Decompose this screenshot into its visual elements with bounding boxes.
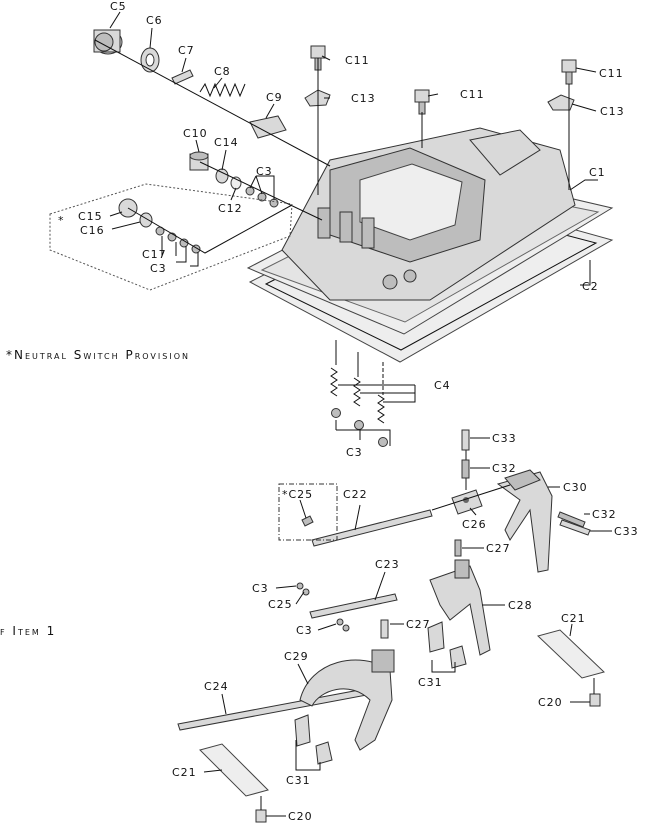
label-c11-right: C11 bbox=[599, 67, 624, 80]
label-c20-right: C20 bbox=[538, 696, 563, 709]
label-c16: C16 bbox=[80, 224, 105, 237]
label-c3-box: C3 bbox=[150, 262, 167, 275]
label-c1: C1 bbox=[589, 166, 606, 179]
label-c33-right: C33 bbox=[614, 525, 639, 538]
label-c21-right: C21 bbox=[561, 612, 586, 625]
balls-c3-lower bbox=[331, 408, 388, 447]
label-c11-left: C11 bbox=[345, 54, 370, 67]
part-c9-block bbox=[249, 115, 287, 139]
bolt-c20-right bbox=[589, 693, 601, 707]
label-c4: C4 bbox=[434, 379, 451, 392]
label-c13-right: C13 bbox=[600, 105, 625, 118]
shift-housing bbox=[281, 127, 576, 301]
label-c15: C15 bbox=[78, 210, 103, 223]
small-c3-c25-left bbox=[296, 582, 350, 632]
plate-c21-left bbox=[199, 743, 269, 797]
clips-c31-right bbox=[427, 621, 467, 669]
label-c27-mid: C27 bbox=[406, 618, 431, 631]
part-c14-washer bbox=[215, 168, 229, 184]
c25-box bbox=[278, 483, 338, 541]
label-c3-fork-b: C3 bbox=[296, 624, 313, 637]
label-c31-right: C31 bbox=[418, 676, 443, 689]
label-c30: C30 bbox=[563, 481, 588, 494]
label-c22: C22 bbox=[343, 488, 368, 501]
fork-c30 bbox=[496, 469, 553, 573]
label-c31-left: C31 bbox=[286, 774, 311, 787]
label-c8: C8 bbox=[214, 65, 231, 78]
label-c33-top: C33 bbox=[492, 432, 517, 445]
label-c21-left: C21 bbox=[172, 766, 197, 779]
label-c23: C23 bbox=[375, 558, 400, 571]
springs-c4 bbox=[330, 367, 385, 424]
label-c25: C25 bbox=[268, 598, 293, 611]
label-c20-left: C20 bbox=[288, 810, 313, 823]
rail-c22 bbox=[311, 509, 433, 547]
part-c8-spring bbox=[199, 82, 246, 98]
label-c32-right: C32 bbox=[592, 508, 617, 521]
label-c32-top: C32 bbox=[492, 462, 517, 475]
part-c6-seal bbox=[140, 47, 160, 73]
label-c13-left: C13 bbox=[351, 92, 376, 105]
label-c11-mid: C11 bbox=[460, 88, 485, 101]
part-labels: C5 C6 C7 C8 C9 C10 C14 C3 C12 C11 C13 C1… bbox=[0, 0, 639, 823]
label-c28: C28 bbox=[508, 599, 533, 612]
pin-c27-mid bbox=[380, 619, 389, 639]
label-c3-fork-a: C3 bbox=[252, 582, 269, 595]
bolt-c11-right bbox=[561, 59, 577, 85]
label-c6: C6 bbox=[146, 14, 163, 27]
part-c7-pin bbox=[171, 69, 194, 85]
label-c25-star: *C25 bbox=[282, 488, 313, 501]
neutral-switch-box bbox=[49, 183, 293, 291]
label-c17: C17 bbox=[142, 248, 167, 261]
rail-c24 bbox=[177, 687, 373, 731]
label-c27-top: C27 bbox=[486, 542, 511, 555]
label-c12: C12 bbox=[218, 202, 243, 215]
label-star: * bbox=[58, 214, 65, 227]
bolt-c11-mid bbox=[414, 89, 430, 115]
pins-c32-c33-right bbox=[557, 511, 591, 536]
fork-c29 bbox=[299, 649, 395, 751]
plate-c21-right bbox=[537, 629, 605, 679]
label-c29: C29 bbox=[284, 650, 309, 663]
label-c9: C9 bbox=[266, 91, 283, 104]
part-c5-plug bbox=[93, 29, 123, 55]
label-c5: C5 bbox=[110, 0, 127, 13]
tab-c13-right bbox=[547, 94, 575, 111]
part-c10-detent bbox=[189, 151, 209, 171]
rail-c23 bbox=[309, 593, 398, 619]
label-c3-upper: C3 bbox=[256, 165, 273, 178]
label-c14: C14 bbox=[214, 136, 239, 149]
pin-c33-top bbox=[461, 429, 470, 451]
pin-c27-top bbox=[454, 539, 462, 557]
label-c26: C26 bbox=[462, 518, 487, 531]
pin-c32-top bbox=[461, 459, 470, 479]
leader-lines bbox=[109, 11, 612, 817]
label-c10: C10 bbox=[183, 127, 208, 140]
label-c24: C24 bbox=[204, 680, 229, 693]
bolt-c20-left bbox=[255, 809, 267, 823]
clips-c31-left bbox=[294, 714, 333, 765]
label-c2: C2 bbox=[582, 280, 599, 293]
label-c7: C7 bbox=[178, 44, 195, 57]
caption-item-1: f Item 1 bbox=[0, 624, 56, 638]
caption-neutral-switch: *Neutral Switch Provision bbox=[6, 348, 190, 362]
fork-c28 bbox=[429, 559, 491, 656]
label-c3-lower: C3 bbox=[346, 446, 363, 459]
